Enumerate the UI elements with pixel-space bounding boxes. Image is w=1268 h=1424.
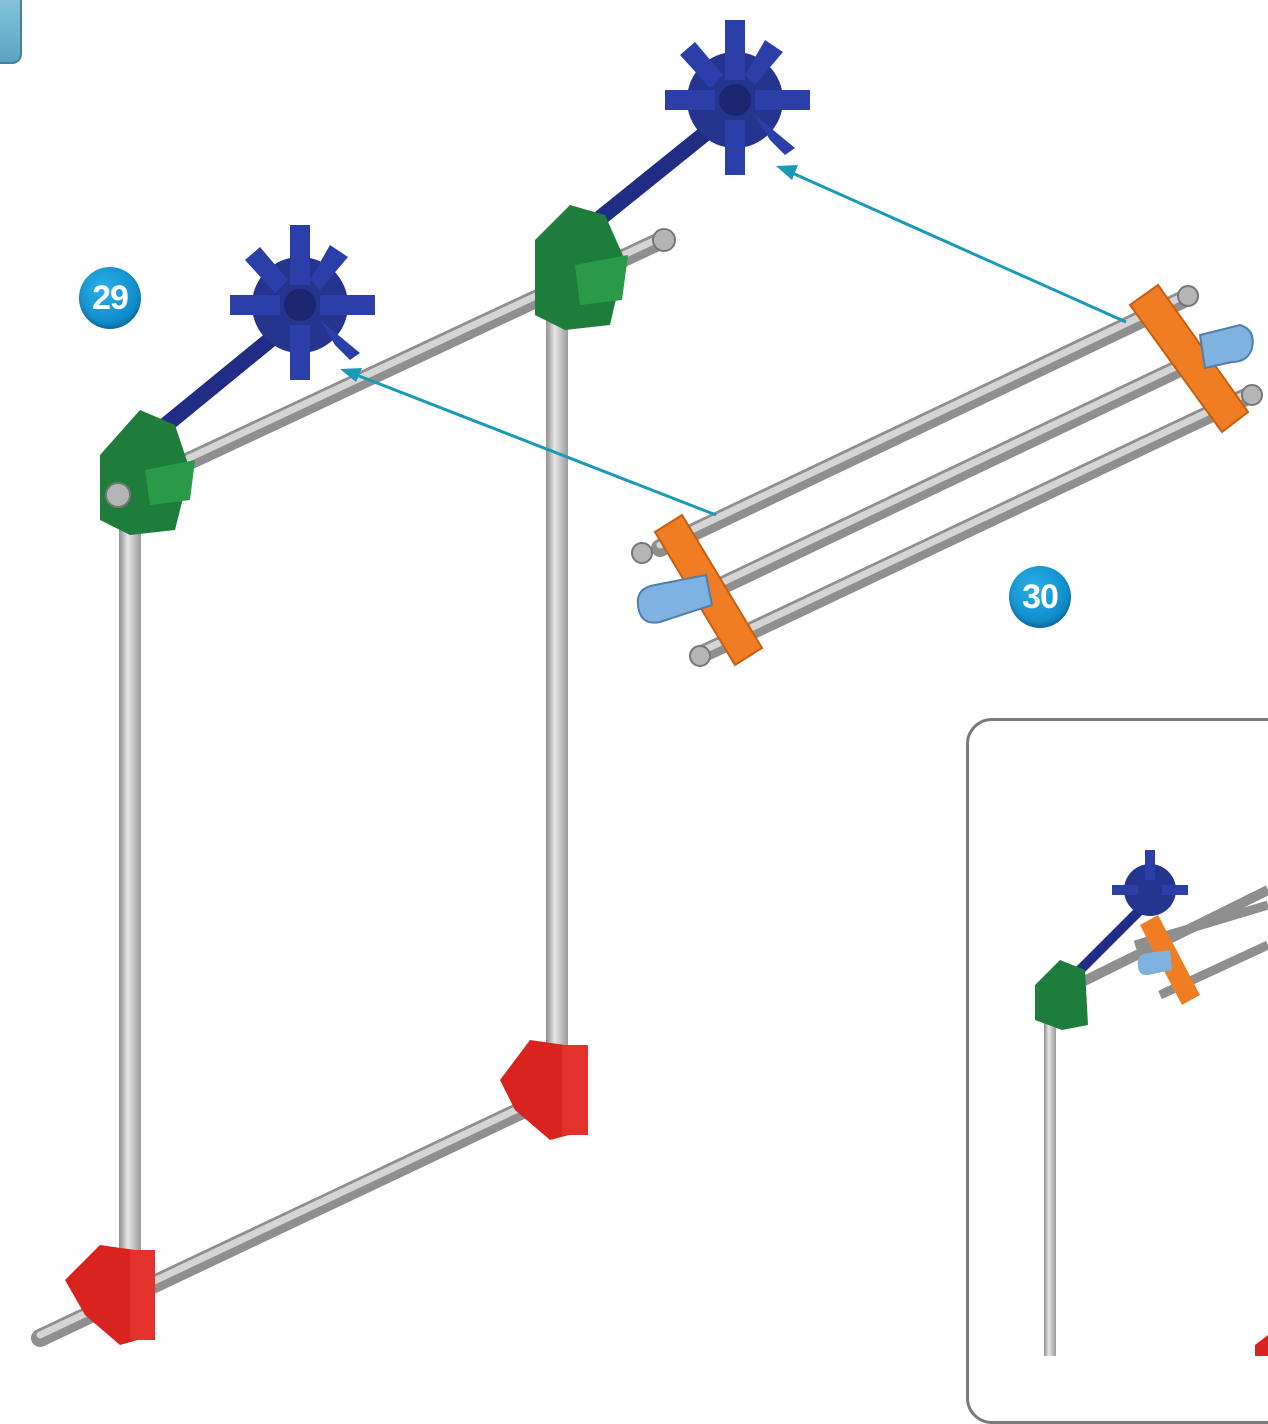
assembly-arrow-left	[353, 372, 717, 517]
step-30-subassembly	[631, 283, 1263, 667]
light-blue-clip-left	[636, 573, 714, 624]
blue-rod-left	[142, 322, 290, 446]
assembly-arrows	[340, 165, 1127, 517]
step-number-badge-29: 29	[79, 267, 141, 329]
light-blue-clip-right	[1198, 323, 1254, 370]
rod-left-vertical	[119, 520, 141, 1260]
assembly-diagram	[31, 20, 1268, 1356]
green-connector-right	[535, 205, 676, 330]
red-connector-left	[65, 1245, 155, 1345]
step-29-frame	[31, 20, 810, 1347]
inset-preview-frame	[966, 718, 1268, 1424]
blue-star-connector-left	[230, 225, 375, 380]
inset-preview-assembly	[1035, 850, 1268, 1356]
blue-star-connector-right	[665, 20, 810, 175]
step-number-badge-30: 30	[1009, 566, 1071, 628]
green-connector-left	[100, 410, 195, 535]
orange-spacer-right	[1128, 283, 1250, 434]
page-corner-tab	[0, 0, 22, 64]
rod-right-vertical	[546, 320, 568, 1060]
red-connector-right	[500, 1040, 588, 1140]
assembly-arrow-right	[789, 170, 1127, 324]
